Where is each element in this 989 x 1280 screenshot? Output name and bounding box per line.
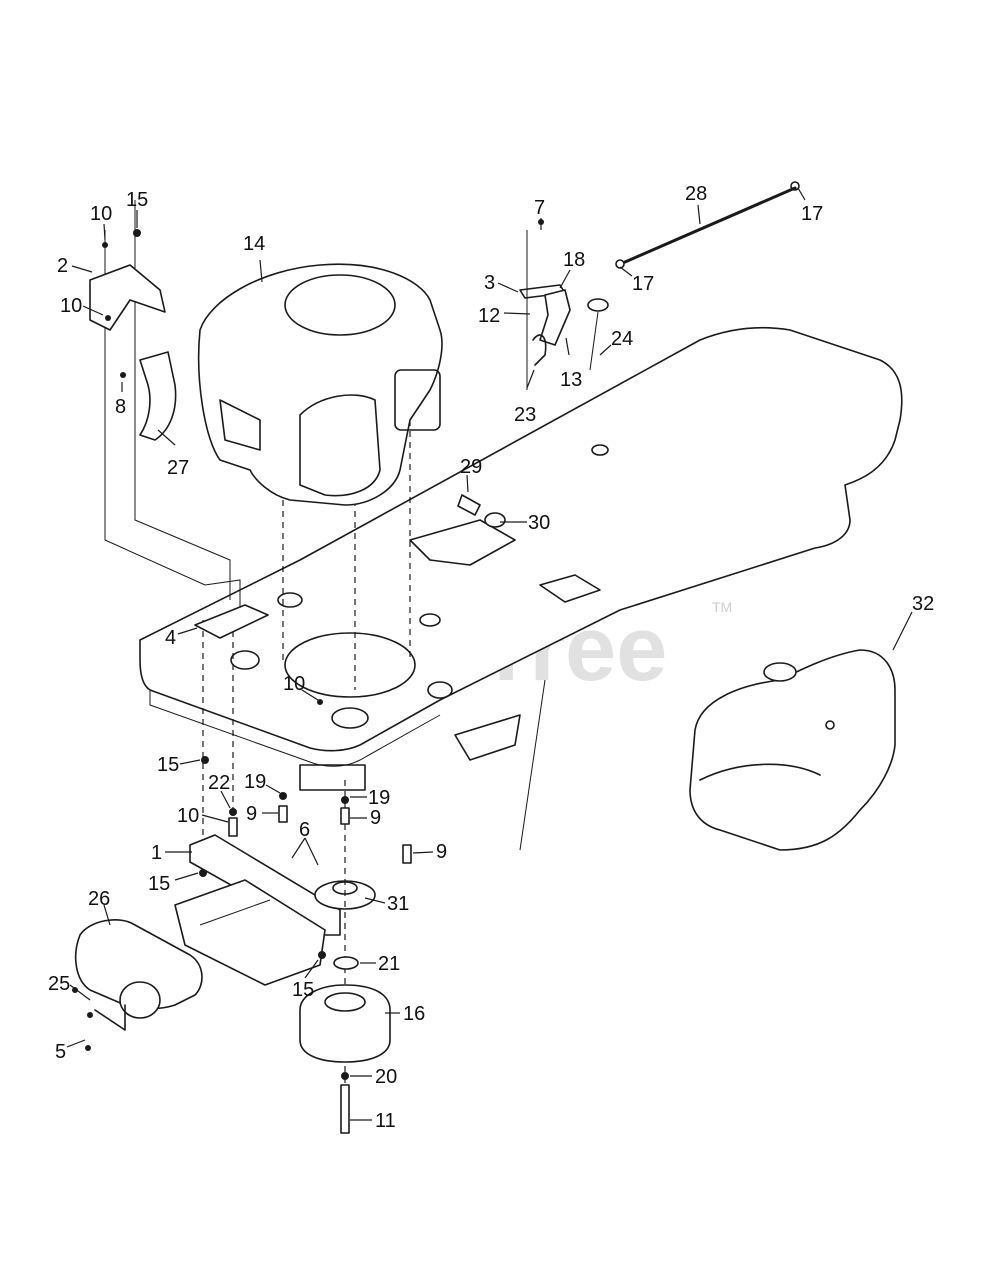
callout-10-low: 10 bbox=[177, 805, 199, 827]
frame-plate bbox=[139, 326, 903, 851]
callout-4: 4 bbox=[165, 627, 176, 649]
fitting-parts-29-30 bbox=[457, 494, 506, 528]
callout-5: 5 bbox=[55, 1041, 66, 1063]
callout-16: 16 bbox=[403, 1003, 425, 1025]
callout-15-top: 15 bbox=[126, 189, 148, 211]
callout-3: 3 bbox=[484, 272, 495, 294]
callout-15-bottom: 15 bbox=[292, 979, 314, 1001]
callout-31: 31 bbox=[387, 893, 409, 915]
callout-2: 2 bbox=[57, 255, 68, 277]
callout-15-low: 15 bbox=[148, 873, 170, 895]
callout-25: 25 bbox=[48, 973, 70, 995]
callout-10-left: 10 bbox=[60, 295, 82, 317]
callout-7: 7 bbox=[534, 197, 545, 219]
pulley-part-31 bbox=[314, 780, 376, 1130]
assembly-lines bbox=[104, 200, 411, 860]
rod-part-28 bbox=[615, 181, 800, 269]
clutch-stack bbox=[299, 956, 391, 1134]
plate-part-4 bbox=[194, 604, 269, 639]
callouts: 15 10 2 10 8 27 14 7 3 18 12 13 23 24 28… bbox=[48, 183, 934, 1132]
callout-32: 32 bbox=[912, 593, 934, 615]
callout-26: 26 bbox=[88, 888, 110, 910]
throttle-assembly bbox=[519, 230, 609, 390]
callout-15-mid: 15 bbox=[157, 754, 179, 776]
callout-6: 6 bbox=[299, 819, 310, 841]
callout-29: 29 bbox=[460, 456, 482, 478]
callout-10-top: 10 bbox=[90, 203, 112, 225]
callout-9-b: 9 bbox=[370, 807, 381, 829]
callout-1: 1 bbox=[151, 842, 162, 864]
callout-10-mid: 10 bbox=[283, 673, 305, 695]
pipe-part-27 bbox=[139, 351, 177, 441]
callout-8: 8 bbox=[115, 396, 126, 418]
callout-18: 18 bbox=[563, 249, 585, 271]
callout-21: 21 bbox=[378, 953, 400, 975]
bracket-part-1 bbox=[174, 834, 341, 986]
callout-19-a: 19 bbox=[244, 771, 266, 793]
callout-17-b: 17 bbox=[632, 273, 654, 295]
callout-11: 11 bbox=[375, 1110, 396, 1132]
callout-14: 14 bbox=[243, 233, 265, 255]
callout-30: 30 bbox=[528, 512, 550, 534]
fuel-tank-part-32 bbox=[689, 649, 896, 851]
callout-9-a: 9 bbox=[246, 803, 257, 825]
callout-9-c: 9 bbox=[436, 841, 447, 863]
callout-27: 27 bbox=[167, 457, 189, 479]
watermark-trademark: TM bbox=[712, 599, 732, 615]
callout-28: 28 bbox=[685, 183, 707, 205]
callout-22: 22 bbox=[208, 772, 230, 794]
callout-13: 13 bbox=[560, 369, 582, 391]
muffler-part-26 bbox=[74, 919, 203, 1031]
callout-23: 23 bbox=[514, 404, 536, 426]
callout-19-b: 19 bbox=[368, 787, 390, 809]
callout-24: 24 bbox=[611, 328, 633, 350]
fasteners bbox=[72, 219, 544, 1051]
callout-20: 20 bbox=[375, 1066, 397, 1088]
bracket-part-2 bbox=[89, 264, 166, 331]
engine-part-14 bbox=[197, 263, 443, 506]
callout-12: 12 bbox=[478, 305, 500, 327]
callout-17-a: 17 bbox=[801, 203, 823, 225]
